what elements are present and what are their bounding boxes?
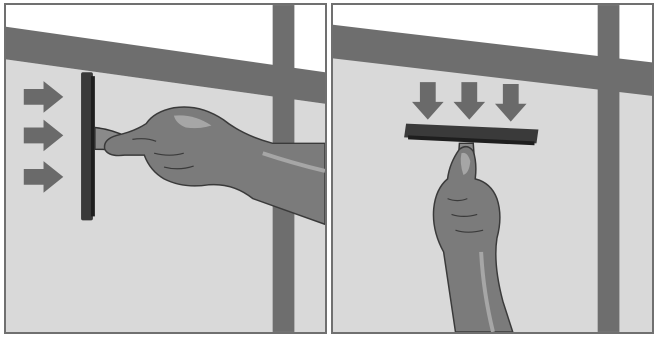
panel-vertical-stroke	[331, 3, 654, 334]
vertical-stroke-drawing	[333, 5, 652, 332]
panel-horizontal-stroke	[4, 3, 327, 334]
window-frame-mullion	[598, 5, 620, 332]
horizontal-stroke-drawing	[6, 5, 325, 332]
